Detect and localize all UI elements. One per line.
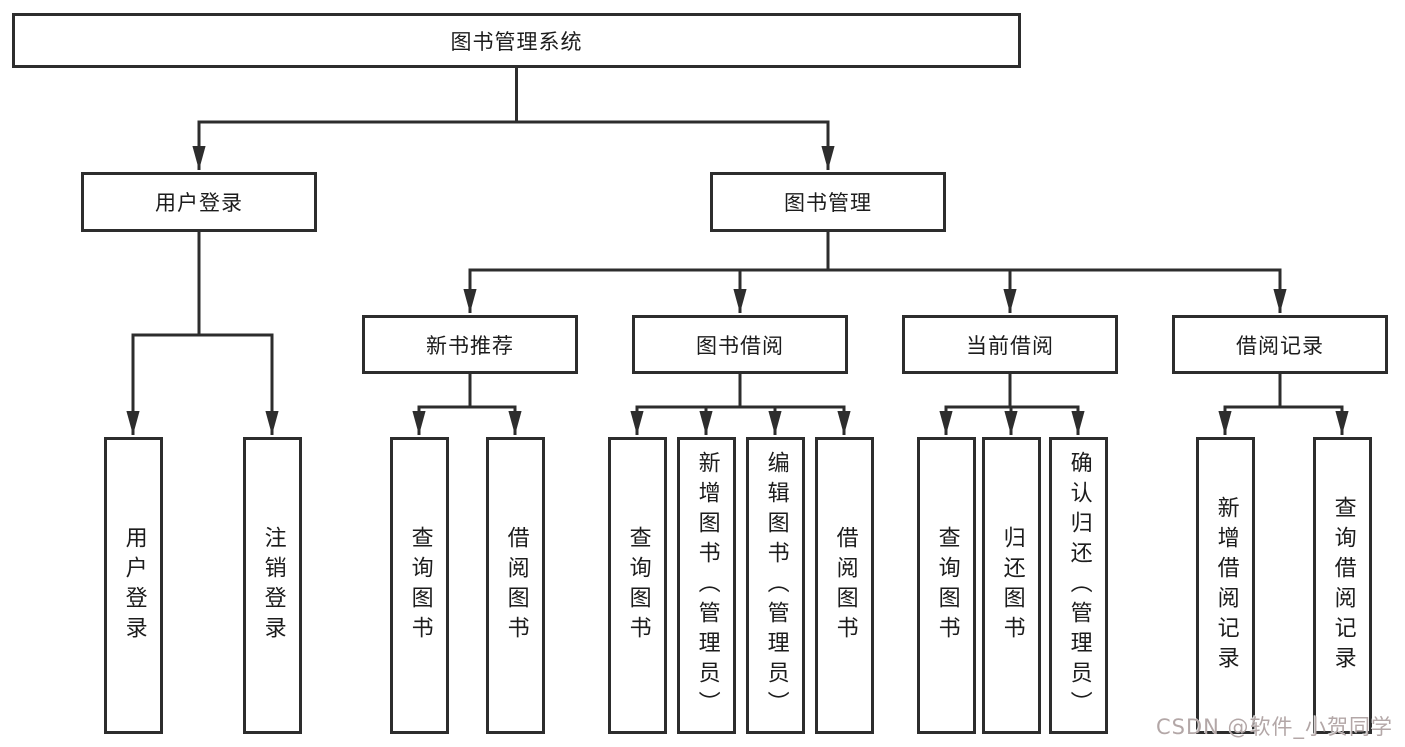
- node-label: 注销登录: [260, 525, 286, 646]
- node-label: 归还图书: [999, 525, 1025, 646]
- node-borrow-records: 借阅记录: [1172, 315, 1388, 374]
- node-label: 查询图书: [407, 525, 433, 646]
- node-label: 图书管理系统: [450, 29, 583, 54]
- leaf-query-borrow-record: 查询借阅记录: [1313, 437, 1372, 734]
- node-label: 借阅图书: [832, 525, 858, 646]
- node-label: 新增借阅记录: [1213, 495, 1239, 676]
- node-label: 用户登录: [155, 191, 243, 215]
- node-current-borrow: 当前借阅: [902, 315, 1118, 374]
- leaf-return-books: 归还图书: [982, 437, 1041, 734]
- node-new-book-recommend: 新书推荐: [362, 315, 578, 374]
- node-book-borrow: 图书借阅: [632, 315, 848, 374]
- node-book-management: 图书管理: [710, 172, 946, 232]
- leaf-query-books-2: 查询图书: [608, 437, 667, 734]
- leaf-query-books-1: 查询图书: [390, 437, 449, 734]
- leaf-query-books-3: 查询图书: [917, 437, 976, 734]
- node-label: 用户登录: [121, 525, 147, 646]
- node-label: 查询图书: [625, 525, 651, 646]
- node-label: 当前借阅: [966, 333, 1054, 358]
- node-label: 编辑图书（管理员）: [763, 450, 789, 721]
- leaf-user-login: 用户登录: [104, 437, 163, 734]
- node-label: 查询图书: [934, 525, 960, 646]
- node-label: 新增图书（管理员）: [694, 450, 720, 721]
- node-user-login: 用户登录: [81, 172, 317, 232]
- leaf-add-books-admin: 新增图书（管理员）: [677, 437, 736, 734]
- csdn-watermark: CSDN @软件_小贺同学: [1156, 715, 1394, 739]
- leaf-add-borrow-record: 新增借阅记录: [1196, 437, 1255, 734]
- node-label: 借阅记录: [1236, 333, 1324, 358]
- node-library-management-system: 图书管理系统: [12, 13, 1021, 68]
- leaf-edit-books-admin: 编辑图书（管理员）: [746, 437, 805, 734]
- leaf-logout: 注销登录: [243, 437, 302, 734]
- node-label: 查询借阅记录: [1330, 495, 1356, 676]
- node-label: 图书管理: [784, 191, 872, 215]
- leaf-confirm-return-admin: 确认归还（管理员）: [1049, 437, 1108, 734]
- leaf-borrow-books-2: 借阅图书: [815, 437, 874, 734]
- node-label: 确认归还（管理员）: [1066, 450, 1092, 721]
- node-label: 借阅图书: [503, 525, 529, 646]
- node-label: 新书推荐: [426, 333, 514, 358]
- node-label: 图书借阅: [696, 333, 784, 358]
- leaf-borrow-books-1: 借阅图书: [486, 437, 545, 734]
